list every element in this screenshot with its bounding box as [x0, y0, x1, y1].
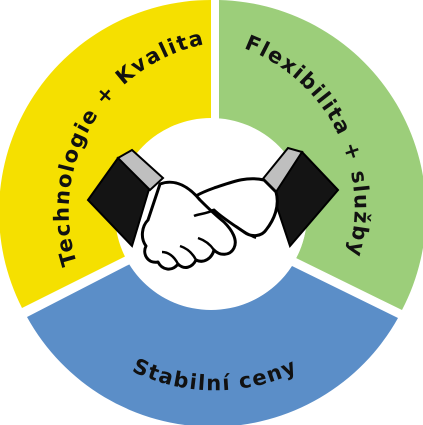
handshake-icon	[86, 146, 340, 271]
segment-technologie-kvalita	[0, 0, 211, 308]
segment-stabilni-ceny	[27, 263, 398, 425]
segment-flexibilita-sluzby	[219, 0, 423, 310]
